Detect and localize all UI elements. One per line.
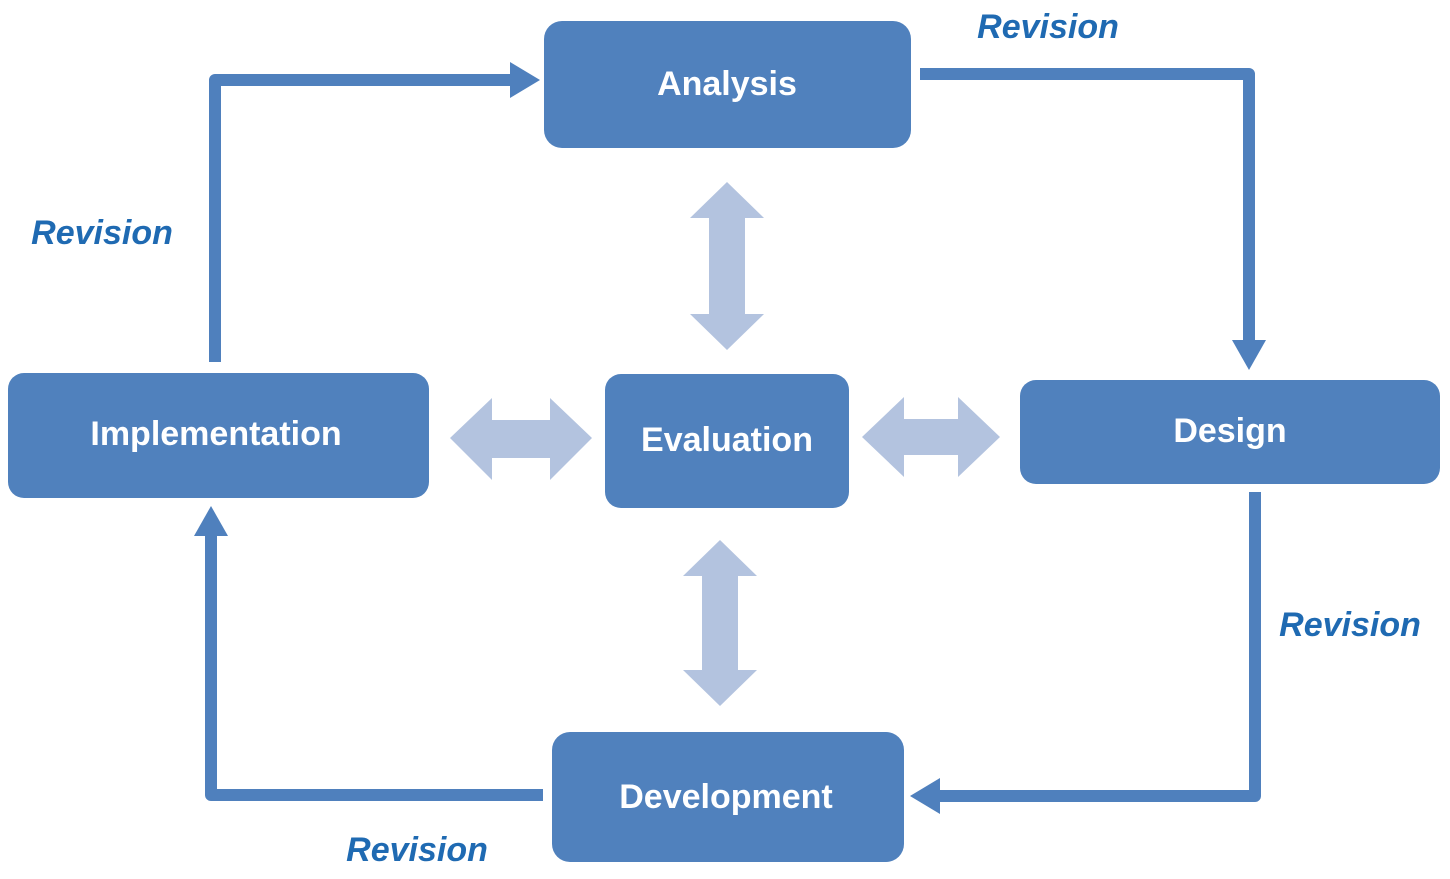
phase-implementation: Implementation [8, 373, 429, 498]
analysis-label: Analysis [657, 65, 797, 103]
revision-labels: Revision Revision Revision Revision [31, 8, 1421, 869]
exchange-arrows [450, 182, 1000, 706]
revision-label-development-implementation: Revision [346, 831, 488, 869]
phase-design: Design [1020, 380, 1440, 484]
design-box [1020, 380, 1440, 484]
flow-arrow-development-to-implementation [194, 506, 543, 801]
flow-arrows [194, 62, 1266, 814]
development-box [552, 732, 904, 862]
revision-label-design-development: Revision [1279, 606, 1421, 644]
analysis-box [544, 21, 911, 148]
phase-evaluation: Evaluation [605, 374, 849, 508]
implementation-label: Implementation [90, 415, 341, 453]
exchange-arrow-implementation-evaluation [450, 398, 592, 480]
development-label: Development [619, 778, 833, 816]
phase-development: Development [552, 732, 904, 862]
exchange-arrow-evaluation-design [862, 397, 1000, 477]
exchange-arrow-evaluation-development [683, 540, 757, 706]
flow-arrow-implementation-to-analysis [209, 62, 540, 362]
evaluation-label: Evaluation [641, 421, 813, 459]
flow-arrow-analysis-to-design [920, 68, 1266, 370]
revision-label-analysis-design: Revision [977, 8, 1119, 46]
implementation-box [8, 373, 429, 498]
flow-arrow-design-to-development [910, 492, 1261, 814]
evaluation-box [605, 374, 849, 508]
revision-label-implementation-analysis: Revision [31, 214, 173, 252]
phase-analysis: Analysis [544, 21, 911, 148]
design-label: Design [1173, 412, 1286, 450]
exchange-arrow-analysis-evaluation [690, 182, 764, 350]
